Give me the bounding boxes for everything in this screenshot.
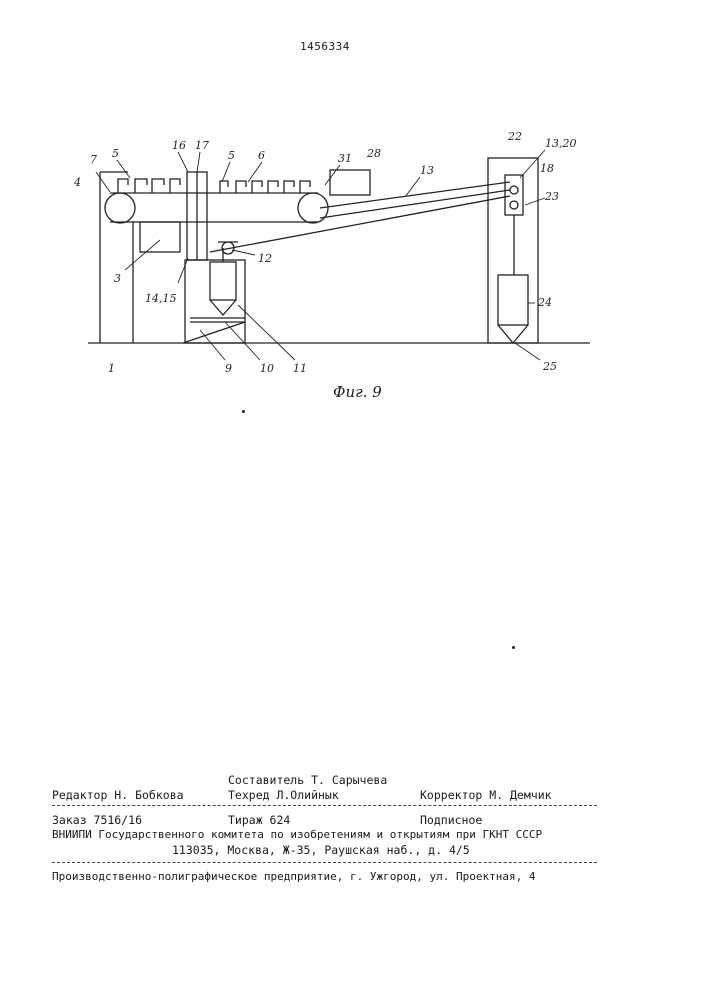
techred: Техред Л.Олийнык <box>228 788 339 802</box>
label-17: 17 <box>195 139 209 152</box>
label-10: 10 <box>260 362 274 375</box>
label-24: 24 <box>537 296 552 309</box>
label-22: 22 <box>507 130 522 143</box>
label-23: 23 <box>544 190 559 203</box>
label-1: 1 <box>108 362 115 375</box>
label-5b: 5 <box>228 149 235 162</box>
label-9: 9 <box>225 362 232 375</box>
label-3: 3 <box>114 272 121 285</box>
compiler: Составитель Т. Сарычева <box>228 773 387 787</box>
label-4: 4 <box>73 176 81 189</box>
vniipi: ВНИИПИ Государственного комитета по изоб… <box>52 828 542 841</box>
label-13: 13 <box>420 164 434 177</box>
editor: Редактор Н. Бобкова <box>52 788 184 802</box>
label-12: 12 <box>258 252 272 265</box>
circulation: Тираж 624 <box>228 813 290 827</box>
order: Заказ 7516/16 <box>52 813 142 827</box>
label-25: 25 <box>542 360 557 373</box>
figure-caption: Фиг. 9 <box>333 383 382 401</box>
label-7: 7 <box>90 153 97 166</box>
speck <box>242 410 245 413</box>
label-16: 16 <box>172 139 186 152</box>
corrector: Корректор М. Демчик <box>420 788 552 802</box>
label-11: 11 <box>293 362 307 375</box>
label-18: 18 <box>540 162 554 175</box>
label-14-15: 14,15 <box>145 292 177 305</box>
label-31: 31 <box>338 152 352 165</box>
divider <box>52 805 597 806</box>
label-5a: 5 <box>112 147 119 160</box>
printer: Производственно-полиграфическое предприя… <box>52 870 535 883</box>
address: 113035, Москва, Ж-35, Раушская наб., д. … <box>172 843 470 857</box>
label-13-20: 13,20 <box>545 137 577 150</box>
divider <box>52 862 597 863</box>
label-6: 6 <box>258 149 265 162</box>
label-28: 28 <box>366 147 381 160</box>
speck <box>512 646 515 649</box>
figure-labels: 7 4 5 16 17 5 6 31 28 13 22 13,20 18 23 … <box>0 0 707 420</box>
subscription: Подписное <box>420 813 482 827</box>
